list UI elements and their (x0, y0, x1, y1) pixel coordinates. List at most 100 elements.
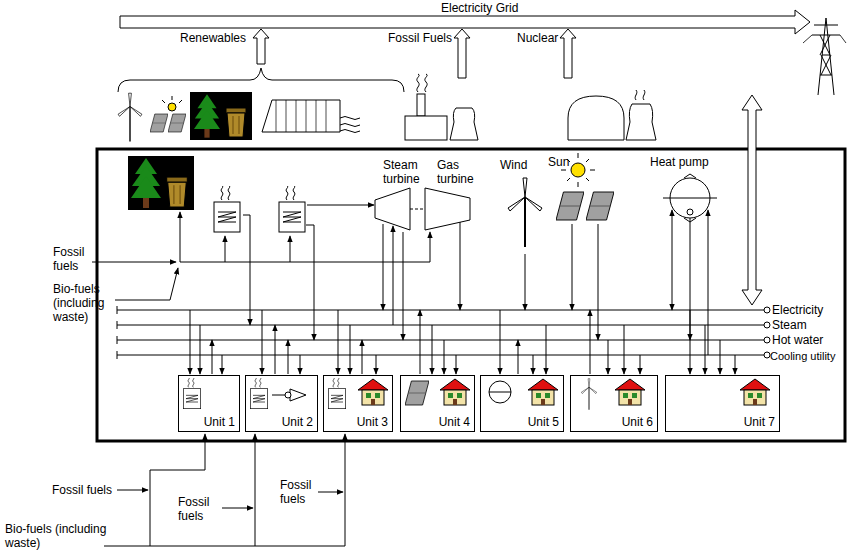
flow-line (117, 325, 764, 326)
flow-line (255, 434, 256, 546)
header-end (764, 337, 770, 343)
flow-line (290, 236, 291, 262)
flow-line (362, 340, 363, 374)
flow-line (590, 310, 591, 374)
unit-name: Unit 2 (282, 415, 313, 429)
unit-box: Unit 7 (665, 375, 780, 432)
flow-line (117, 321, 118, 329)
text-label: Fossil Fuels (388, 31, 452, 45)
unit-name: Unit 3 (357, 415, 388, 429)
flow-line (117, 490, 148, 491)
flow-line (350, 325, 351, 374)
text-label: Sun (548, 155, 569, 169)
flow-line (500, 310, 501, 374)
unit-box: Unit 1 (178, 375, 240, 432)
label-text: Cooling utility (770, 349, 835, 363)
label-text: Wind (500, 158, 527, 172)
unit-name: Unit 5 (528, 415, 559, 429)
flow-line (708, 210, 709, 355)
flow-line (306, 225, 314, 340)
text-label: Electricity Grid (441, 1, 518, 15)
flow-line (115, 268, 178, 300)
flow-line (262, 310, 263, 374)
flow-line (222, 355, 223, 374)
flow-line (518, 340, 519, 374)
unit-box: Unit 2 (245, 375, 318, 432)
flow-line (117, 336, 118, 344)
text-label: Bio-fuels (including waste) (5, 522, 110, 550)
flow-line (180, 212, 181, 262)
text-label: Wind (500, 158, 527, 172)
flow-line (104, 434, 345, 546)
text-label: Steam turbine (383, 158, 435, 186)
flow-line (432, 325, 433, 374)
label-text: Bio-fuels (including waste) (5, 522, 110, 550)
text-label: Cooling utility (770, 349, 835, 363)
unit-box: Unit 6 (570, 375, 658, 432)
flow-line (533, 355, 534, 374)
unit-box: Unit 4 (400, 375, 475, 432)
label-text: Steam turbine (383, 158, 435, 186)
unit-name: Unit 6 (622, 415, 653, 429)
unit-name: Unit 4 (439, 415, 470, 429)
label-text: Heat pump (650, 155, 709, 169)
flow-line (222, 508, 253, 509)
flow-line (225, 236, 226, 262)
label-text: Renewables (180, 31, 246, 45)
flow-line (460, 222, 461, 310)
flow-line (288, 340, 289, 374)
flow-line (420, 310, 421, 374)
label-text: Fossil fuels (53, 245, 95, 273)
flow-line (572, 224, 573, 310)
flow-line (705, 325, 706, 374)
flow-line (275, 325, 276, 374)
flow-line (338, 310, 339, 374)
flow-line (190, 310, 191, 374)
label-text: Nuclear (517, 31, 558, 45)
unit-name: Unit 1 (204, 415, 235, 429)
text-label: Fossil fuels (53, 245, 95, 273)
label-text: Fossil fuels (280, 478, 322, 506)
flow-line (92, 262, 176, 263)
flow-line (456, 355, 457, 374)
flow-line (624, 325, 625, 374)
label-text: Fossil fuels (178, 495, 220, 523)
flow-line (383, 224, 384, 310)
flow-line (307, 205, 374, 206)
label-text: Hot water (772, 333, 823, 347)
flow-line (117, 310, 764, 311)
label-text: Electricity Grid (441, 1, 518, 15)
flow-line (117, 355, 764, 356)
flow-line (672, 210, 673, 310)
flow-line (318, 492, 343, 493)
unit-box: Unit 5 (480, 375, 564, 432)
flow-line (430, 232, 431, 262)
flow-line (546, 325, 547, 374)
label-text: Electricity (772, 303, 823, 317)
text-label: Fossil fuels (52, 483, 112, 497)
text-label: Electricity (772, 303, 823, 317)
flow-line (608, 340, 609, 374)
text-label: Fossil fuels (280, 478, 322, 506)
flow-line (200, 325, 201, 374)
label-text: Bio-fuels (including waste) (53, 282, 113, 324)
unit-box: Unit 3 (323, 375, 393, 432)
flow-line (403, 232, 404, 340)
text-label: Hot water (772, 333, 823, 347)
unit-name: Unit 7 (744, 415, 775, 429)
flow-line (243, 215, 250, 325)
label-text: Steam (772, 318, 807, 332)
header-end (764, 307, 770, 313)
flow-line (525, 254, 526, 310)
label-text: Gas turbine (437, 158, 485, 186)
flow-line (393, 226, 394, 325)
flow-line (150, 434, 205, 546)
text-label: Heat pump (650, 155, 709, 169)
text-label: Fossil fuels (178, 495, 220, 523)
text-label: Renewables (180, 31, 246, 45)
flow-line (376, 355, 377, 374)
text-label: Steam (772, 318, 807, 332)
